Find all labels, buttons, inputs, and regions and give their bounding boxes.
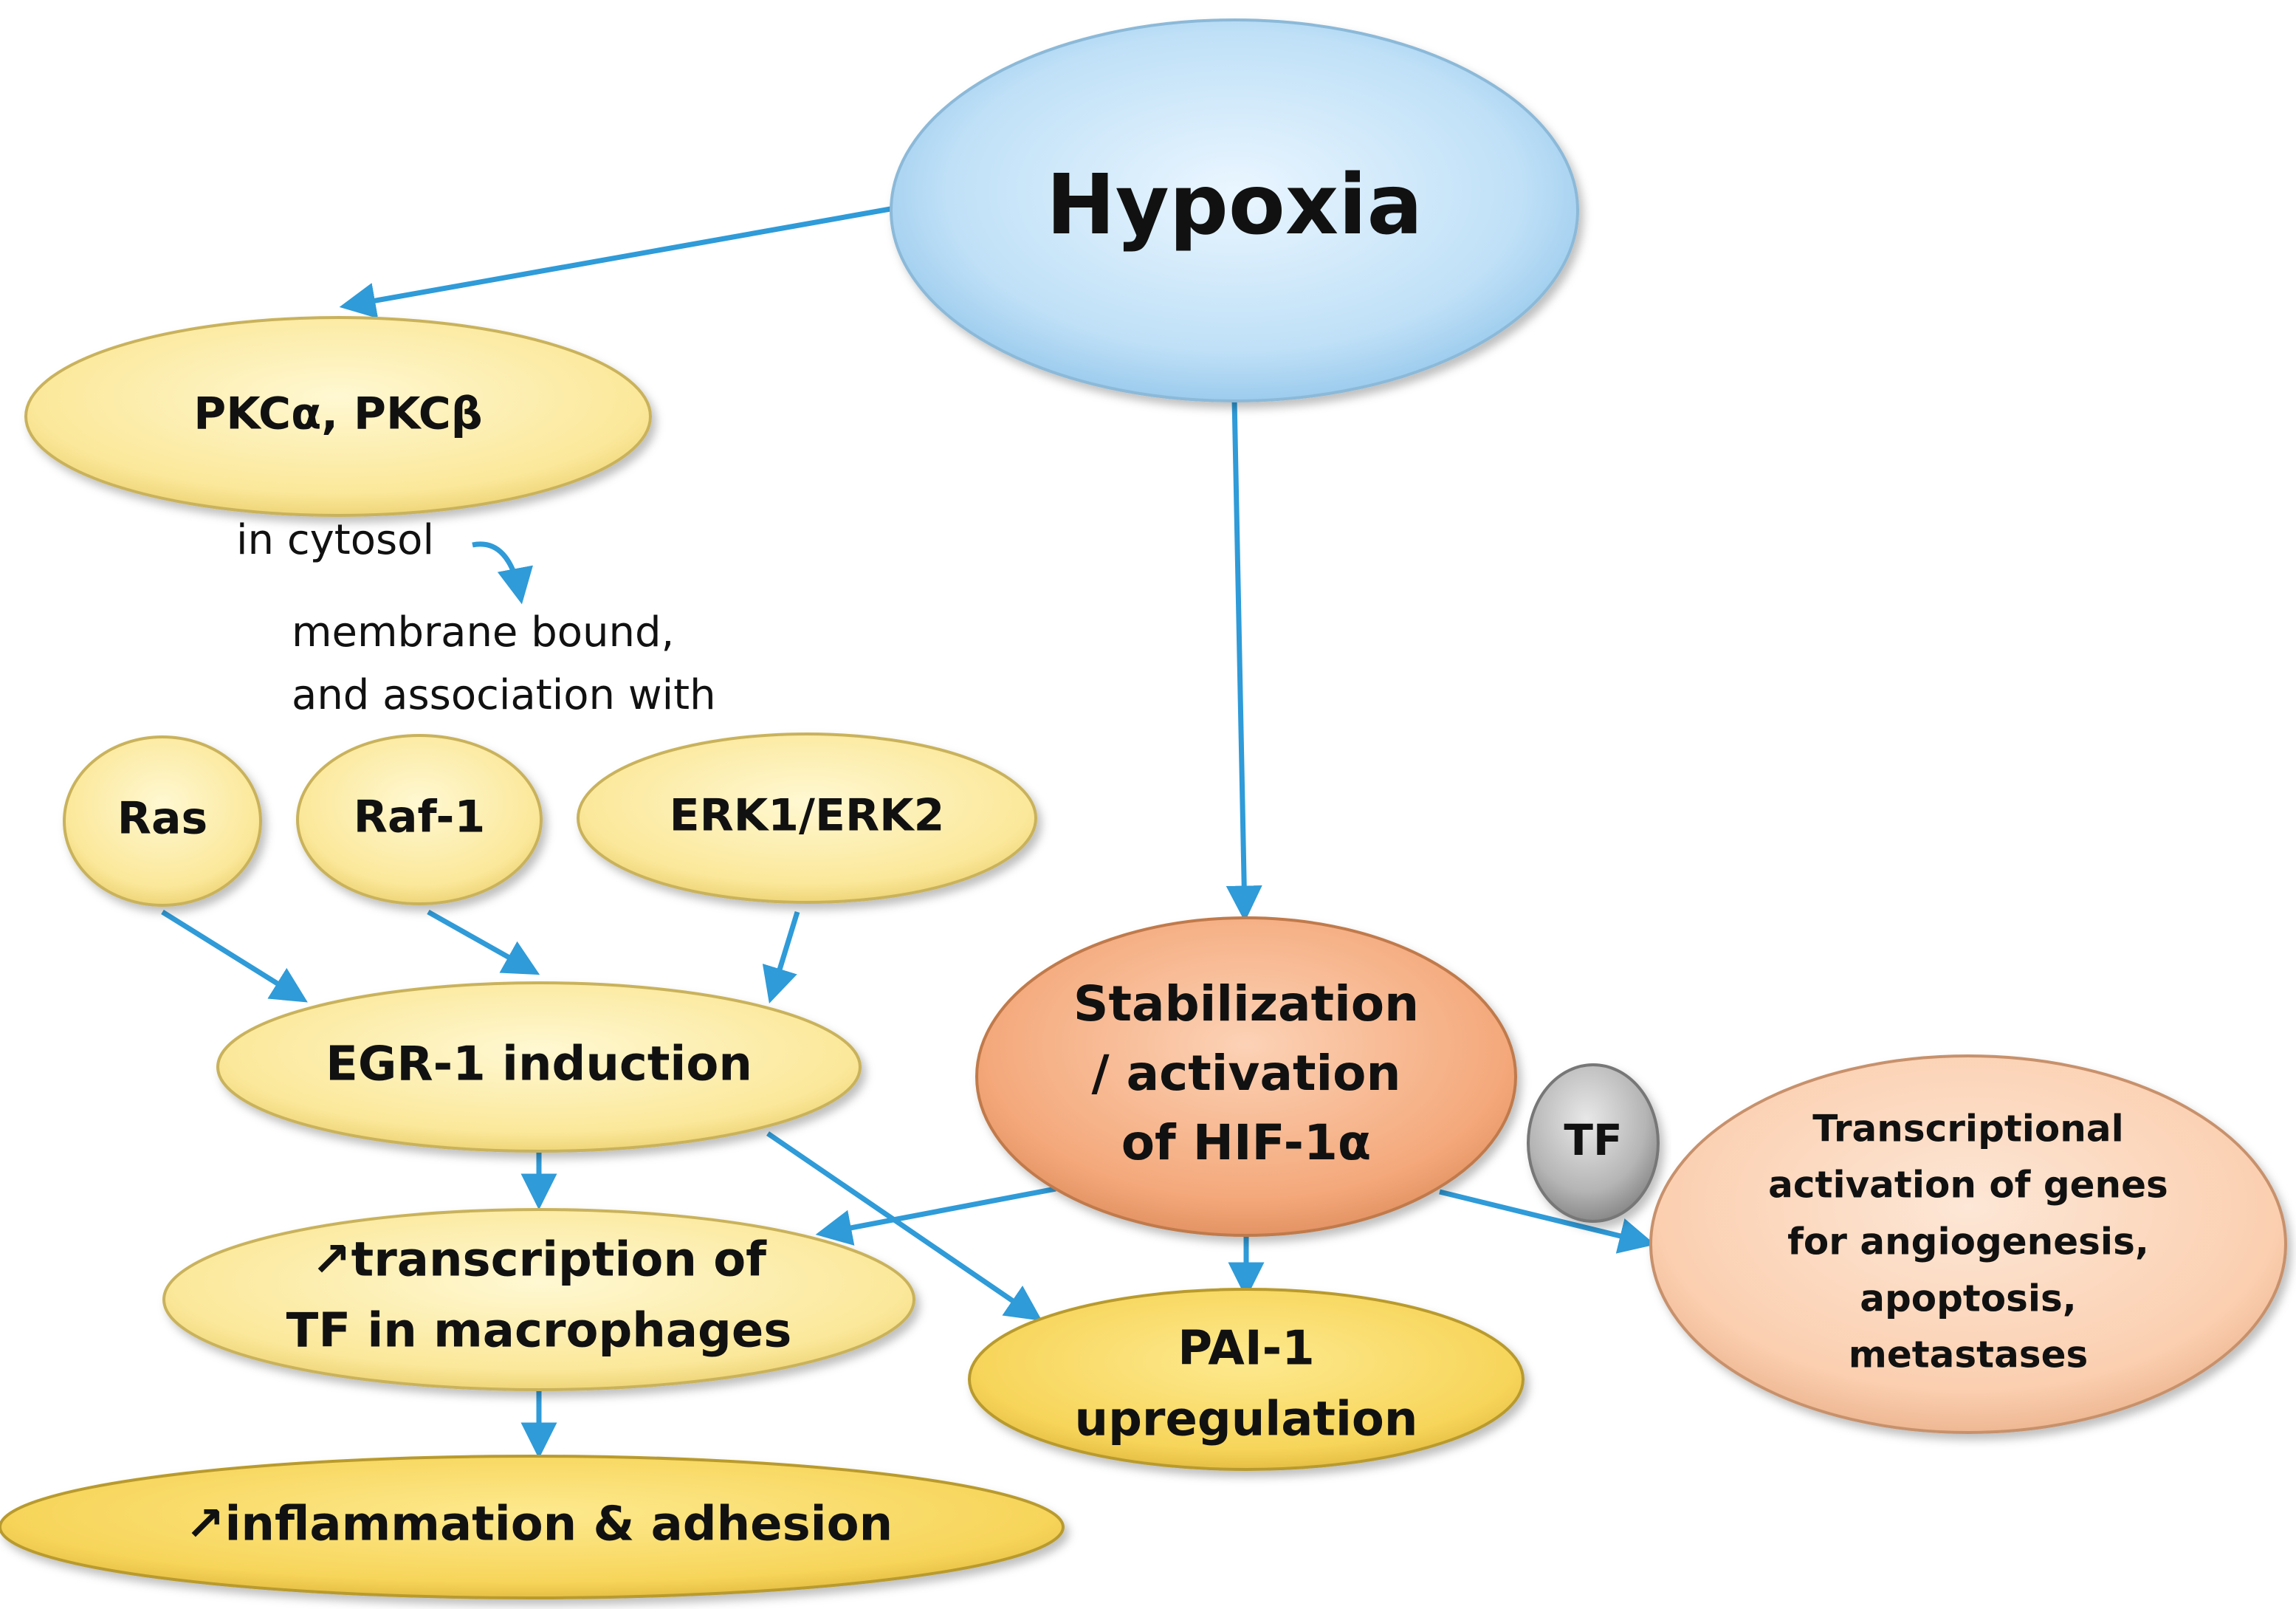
arrow-ras-to-egr1 [161, 910, 308, 1003]
transcriptional-label-line3: for angiogenesis, [1787, 1221, 2149, 1263]
inflammation-label: ↗inflammation & adhesion [185, 1497, 893, 1552]
raf1-label: Raf-1 [354, 792, 485, 843]
transcriptional-label-line4: apoptosis, [1860, 1277, 2077, 1320]
transcriptional-label-line1: Transcriptional [1812, 1108, 2123, 1150]
ras-label: Ras [117, 793, 207, 845]
membrane-annotation-line2: and association with [292, 671, 716, 719]
arrow-egr1-to-pai1 [766, 1131, 1042, 1321]
hypoxia-node [890, 18, 1579, 402]
transcriptional-label-line2: activation of genes [1768, 1164, 2168, 1207]
tf-label: TF [1564, 1115, 1622, 1165]
hif-label-line2: / activation [1092, 1045, 1401, 1102]
arrow-raf1-to-egr1 [427, 909, 540, 975]
egr1-node [216, 981, 862, 1153]
erk-node [577, 733, 1037, 904]
arrow-erk-to-egr1 [762, 910, 800, 1004]
arrow-hypoxia-to-pkc [339, 206, 891, 319]
raf1-node [296, 734, 543, 905]
inflammation-node [0, 1455, 1065, 1599]
tf-transcription-node [162, 1208, 915, 1391]
hypoxia-label: Hypoxia [1046, 157, 1423, 253]
arrow-hif-to-tf-transcription [815, 1186, 1056, 1246]
pkc-node [24, 316, 652, 517]
arrow-hif-to-transcriptional [1439, 1189, 1656, 1254]
egr1-label: EGR-1 induction [326, 1037, 752, 1092]
erk-label: ERK1/ERK2 [670, 790, 945, 842]
membrane-annotation-line1: membrane bound, [292, 608, 674, 656]
cytosol-annotation: in cytosol [236, 516, 434, 564]
arrows [161, 206, 1656, 1459]
pai1-label-line1: PAI-1 [1178, 1322, 1314, 1376]
pai1-label-line2: upregulation [1075, 1393, 1418, 1447]
arrow-hypoxia-to-hif [1226, 398, 1262, 922]
pai1-node [968, 1288, 1525, 1471]
transcriptional-activation-node [1649, 1054, 2287, 1434]
hif-label-line1: Stabilization [1073, 975, 1419, 1032]
hif-node [975, 916, 1517, 1237]
hif-label-line3: of HIF-1α [1121, 1114, 1372, 1171]
ras-node [63, 735, 262, 907]
transcriptional-label-line5: metastases [1849, 1334, 2089, 1376]
arrow-cytosol-to-membrane [472, 541, 533, 605]
tf-node [1527, 1063, 1660, 1223]
tf-transcription-label-line1: ↗transcription of [312, 1233, 767, 1288]
pkc-label: PKCα, PKCβ [193, 388, 482, 440]
tf-transcription-label-line2: TF in macrophages [286, 1304, 792, 1359]
